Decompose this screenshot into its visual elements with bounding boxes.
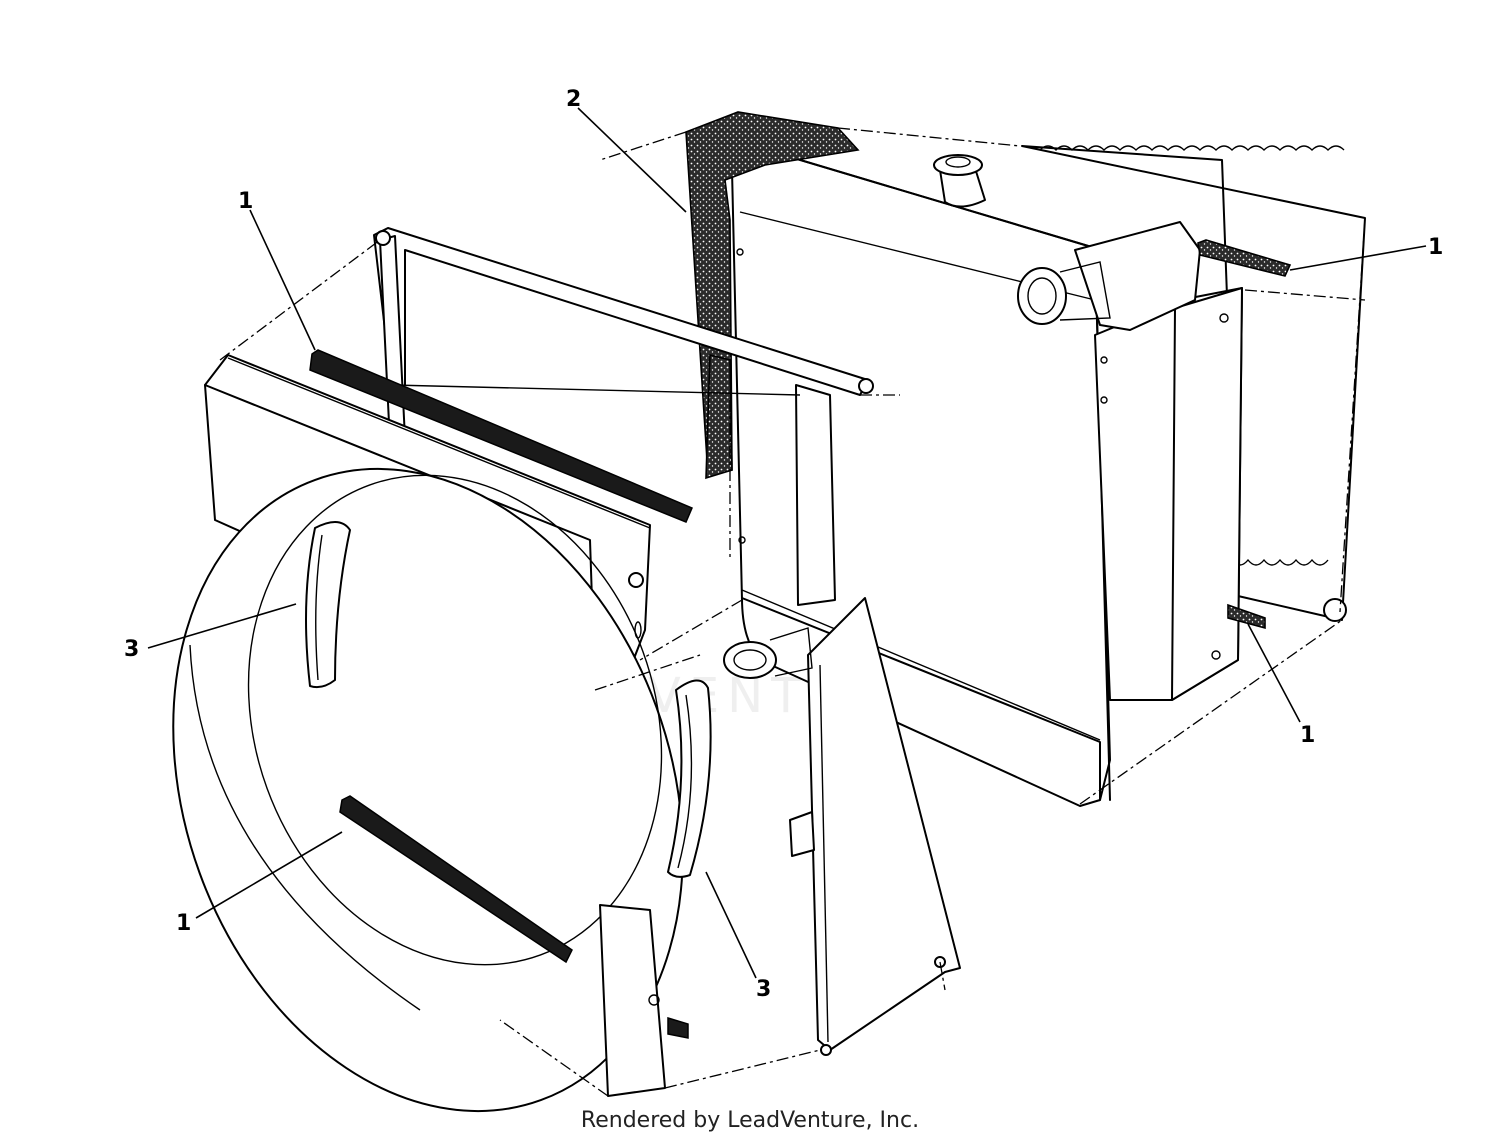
foam-strip-top — [309, 349, 693, 523]
leader-lines — [147, 107, 1427, 979]
callout-label: 3 — [756, 977, 771, 1002]
foam-strip-lower — [339, 795, 573, 964]
foam-strip-right-upper — [1197, 239, 1292, 277]
side-plate — [723, 597, 961, 1056]
callout-label: 2 — [566, 87, 581, 112]
callout-label: 1 — [1300, 723, 1315, 748]
foam-strip-right-lower — [1227, 603, 1266, 630]
callout-label: 1 — [238, 189, 253, 214]
foam-strip-small — [667, 1016, 689, 1039]
baffle-lower — [667, 679, 712, 878]
callout-label: 3 — [124, 637, 139, 662]
fan-shroud — [172, 354, 684, 1113]
foam-seal-angle — [685, 111, 860, 480]
callout-label: 1 — [176, 911, 191, 936]
assembly-lines — [219, 127, 1366, 1097]
callout-label: 1 — [1428, 235, 1443, 260]
footer-credit: Rendered by LeadVenture, Inc. — [580, 1108, 920, 1133]
baffle-upper — [305, 521, 351, 689]
